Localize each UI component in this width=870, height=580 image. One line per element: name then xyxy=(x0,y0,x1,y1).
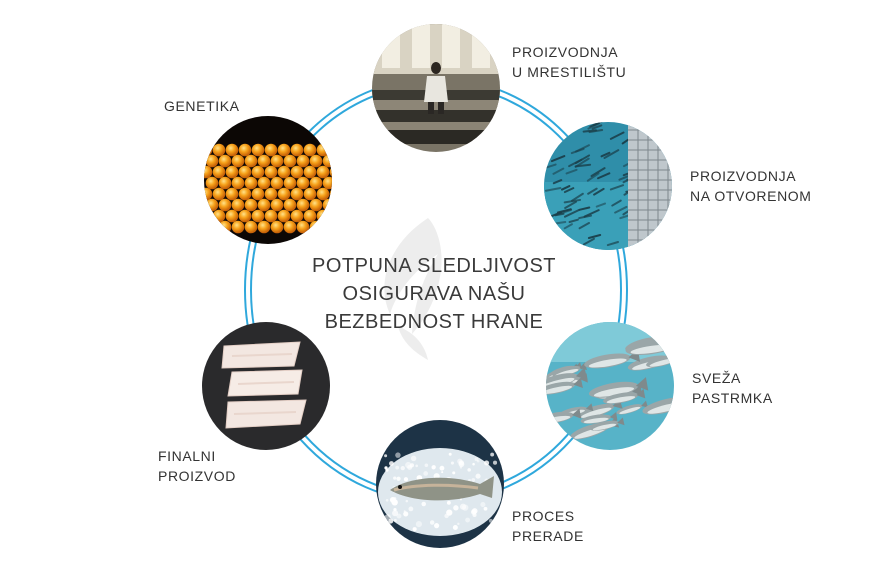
trout-on-ice-photo-icon xyxy=(376,420,504,548)
label-line: PROIZVODNJA xyxy=(512,44,619,60)
label-line: U MRESTILIŠTU xyxy=(512,64,627,80)
hatchery-worker-photo-icon xyxy=(372,24,500,152)
center-title-line: OSIGURAVA NAŠU xyxy=(342,283,526,305)
label-line: PROIZVODNJA xyxy=(690,168,797,184)
label-line: PASTRMKA xyxy=(692,390,773,406)
fish-fillets-photo-icon xyxy=(202,322,330,450)
stage-label-pastrmka: SVEŽA PASTRMKA xyxy=(692,368,773,408)
leaf-logo-icon xyxy=(384,218,442,360)
center-title-line: BEZBEDNOST HRANE xyxy=(324,311,544,333)
label-line: FINALNI xyxy=(158,448,216,464)
stage-label-otvoreno: PROIZVODNJA NA OTVORENOM xyxy=(690,166,812,206)
fish-eggs-photo-icon xyxy=(204,116,332,244)
label-line: SVEŽA xyxy=(692,370,741,386)
center-title: POTPUNA SLEDLJIVOST OSIGURAVA NAŠU BEZBE… xyxy=(300,252,568,336)
label-line: NA OTVORENOM xyxy=(690,188,812,204)
stage-label-genetika: GENETIKA xyxy=(164,96,240,116)
stage-label-finalni: FINALNI PROIZVOD xyxy=(158,446,236,486)
center-title-line: POTPUNA SLEDLJIVOST xyxy=(311,255,556,277)
label-line: GENETIKA xyxy=(164,98,240,114)
fish-farm-net-photo-icon xyxy=(544,122,672,250)
trout-school-photo-icon xyxy=(546,322,674,450)
label-line: PRERADE xyxy=(512,528,584,544)
stage-label-mrestiliste: PROIZVODNJA U MRESTILIŠTU xyxy=(512,42,626,82)
label-line: PROIZVOD xyxy=(158,468,236,484)
label-line: PROCES xyxy=(512,508,575,524)
stage-label-prerada: PROCES PRERADE xyxy=(512,506,584,546)
